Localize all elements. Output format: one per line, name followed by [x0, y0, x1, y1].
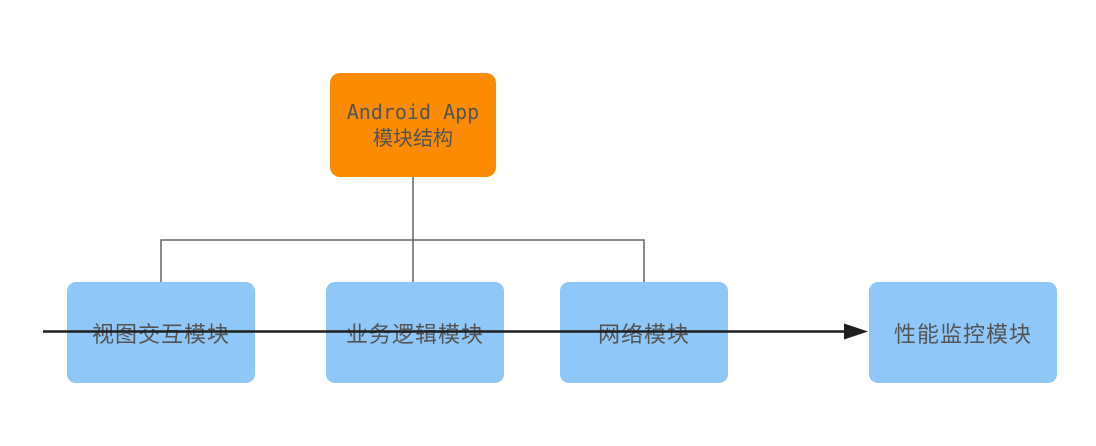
module-node-label: 网络模块: [597, 322, 690, 348]
module-node-network: 网络模块: [560, 282, 728, 383]
root-node-android-app: Android App 模块结构: [330, 73, 496, 177]
root-node-label-line2: 模块结构: [372, 126, 453, 150]
tree-connector-branch-rail: [160, 239, 645, 282]
root-node-label-line1: Android App: [346, 100, 480, 124]
module-node-label: 视图交互模块: [91, 322, 230, 348]
root-node-label: Android App 模块结构: [347, 99, 479, 151]
module-node-view-interaction: 视图交互模块: [67, 282, 255, 383]
module-node-performance-monitor: 性能监控模块: [869, 282, 1057, 383]
module-node-business-logic: 业务逻辑模块: [326, 282, 504, 383]
flow-arrowhead-icon: [844, 323, 868, 340]
module-node-label: 业务逻辑模块: [345, 322, 484, 348]
module-node-label: 性能监控模块: [893, 322, 1032, 348]
